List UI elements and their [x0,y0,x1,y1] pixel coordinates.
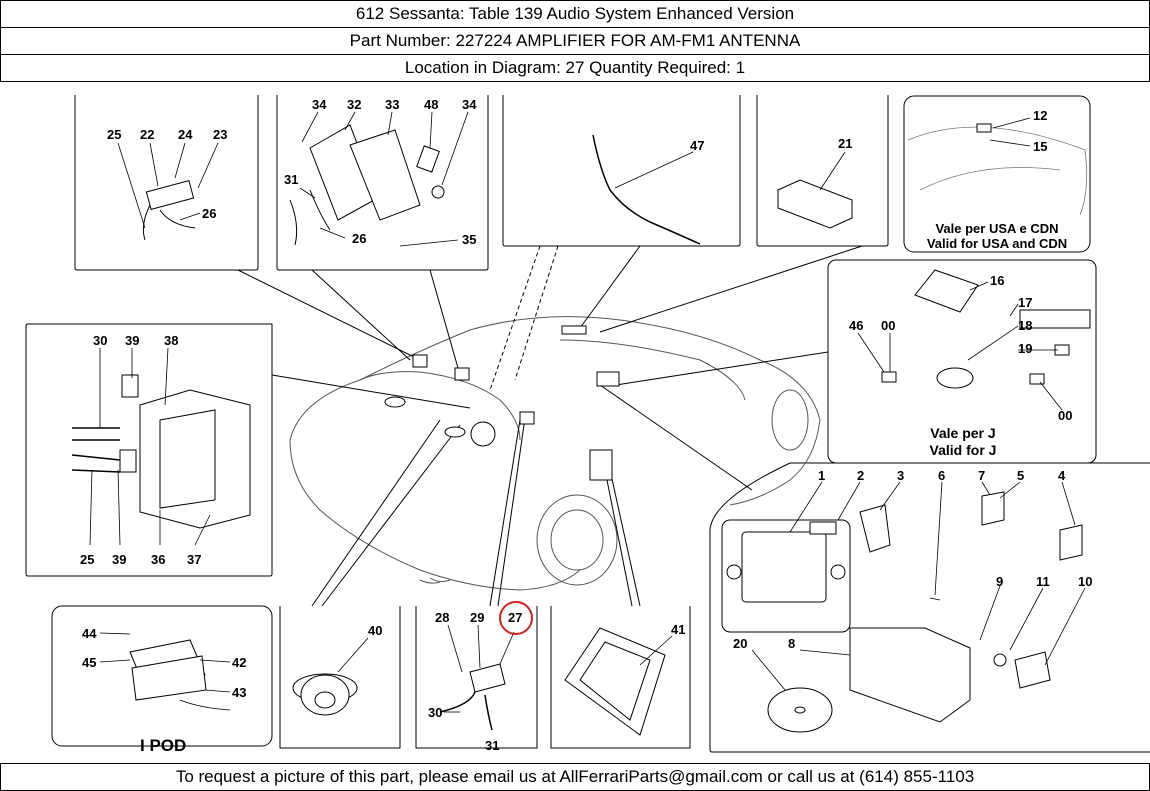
label: 42 [232,655,246,670]
label: 30 [93,333,107,348]
label: 25 [80,552,94,567]
panel-bottom-c [415,606,538,749]
label: 5 [1017,468,1024,483]
panel-bottom-left [51,605,273,747]
part-number-row: Part Number: 227224 AMPLIFIER FOR AM-FM1… [0,27,1150,55]
highlight-circle [499,601,533,635]
panel-bottom-b [279,606,401,749]
label: 11 [1036,574,1050,589]
usa-note-en: Valid for USA and CDN [927,236,1067,251]
label: 25 [107,127,121,142]
japan-note: Vale per J [930,425,995,441]
usa-note: Vale per USA e CDN [935,221,1058,236]
car-illustration [289,316,821,591]
panel-bottom-right [709,462,1150,753]
part-labels: 25 22 24 23 26 34 32 33 48 34 31 26 35 4… [80,97,1092,755]
label: 23 [213,127,227,142]
label: 7 [978,468,985,483]
label-highlighted: 27 [508,610,522,625]
label: 1 [818,468,825,483]
panel-top-mid [276,95,489,271]
panel-top-right-b [903,95,1091,253]
label: 9 [996,574,1003,589]
label: 2 [857,468,864,483]
label: 17 [1018,295,1032,310]
label: 44 [82,626,97,641]
location-info: Location in Diagram: 27 Quantity Require… [404,58,746,77]
label: 39 [125,333,139,348]
label: 46 [849,318,863,333]
label: 37 [187,552,201,567]
footer-contact-text: To request a picture of this part, pleas… [175,767,975,786]
part-number: Part Number: 227224 AMPLIFIER FOR AM-FM1… [349,31,801,50]
label: 26 [202,206,216,221]
label: 6 [938,468,945,483]
label: 45 [82,655,96,670]
footer: To request a picture of this part, pleas… [0,763,1150,791]
ipod-label: I POD [140,736,186,755]
label: 29 [470,610,484,625]
label: 21 [838,136,852,151]
label: 4 [1058,468,1066,483]
label: 10 [1078,574,1092,589]
label: 12 [1033,108,1047,123]
label: 24 [178,127,193,142]
panel-top-right-a [756,95,889,247]
label: 19 [1018,341,1032,356]
japan-note-en: Valid for J [930,442,997,458]
label: 00 [1058,408,1072,423]
label: 38 [164,333,178,348]
label: 16 [990,273,1004,288]
label: 35 [462,232,476,247]
panel-mid-left [25,323,273,577]
label: 40 [368,623,382,638]
page-title: 612 Sessanta: Table 139 Audio System Enh… [355,4,795,23]
label: 30 [428,705,442,720]
diagram-svg: 25 22 24 23 26 34 32 33 48 34 31 26 35 4… [25,95,1150,755]
label: 32 [347,97,361,112]
label: 33 [385,97,399,112]
label: 48 [424,97,438,112]
panel-top-left [74,95,259,271]
label: 26 [352,231,366,246]
label: 41 [671,622,685,637]
panel-bottom-d [550,606,691,749]
label: 34 [462,97,477,112]
label: 00 [881,318,895,333]
location-row: Location in Diagram: 27 Quantity Require… [0,54,1150,82]
label: 47 [690,138,704,153]
title-row: 612 Sessanta: Table 139 Audio System Enh… [0,0,1150,28]
label: 3 [897,468,904,483]
label: 8 [788,636,795,651]
panel-top-center [502,95,741,247]
label: 22 [140,127,154,142]
label: 31 [485,738,499,753]
label: 18 [1018,318,1032,333]
parts-diagram: 25 22 24 23 26 34 32 33 48 34 31 26 35 4… [0,82,1150,762]
label: 39 [112,552,126,567]
label: 28 [435,610,449,625]
label: 36 [151,552,165,567]
label: 20 [733,636,747,651]
label: 15 [1033,139,1047,154]
label: 34 [312,97,327,112]
label: 43 [232,685,246,700]
label: 31 [284,172,298,187]
